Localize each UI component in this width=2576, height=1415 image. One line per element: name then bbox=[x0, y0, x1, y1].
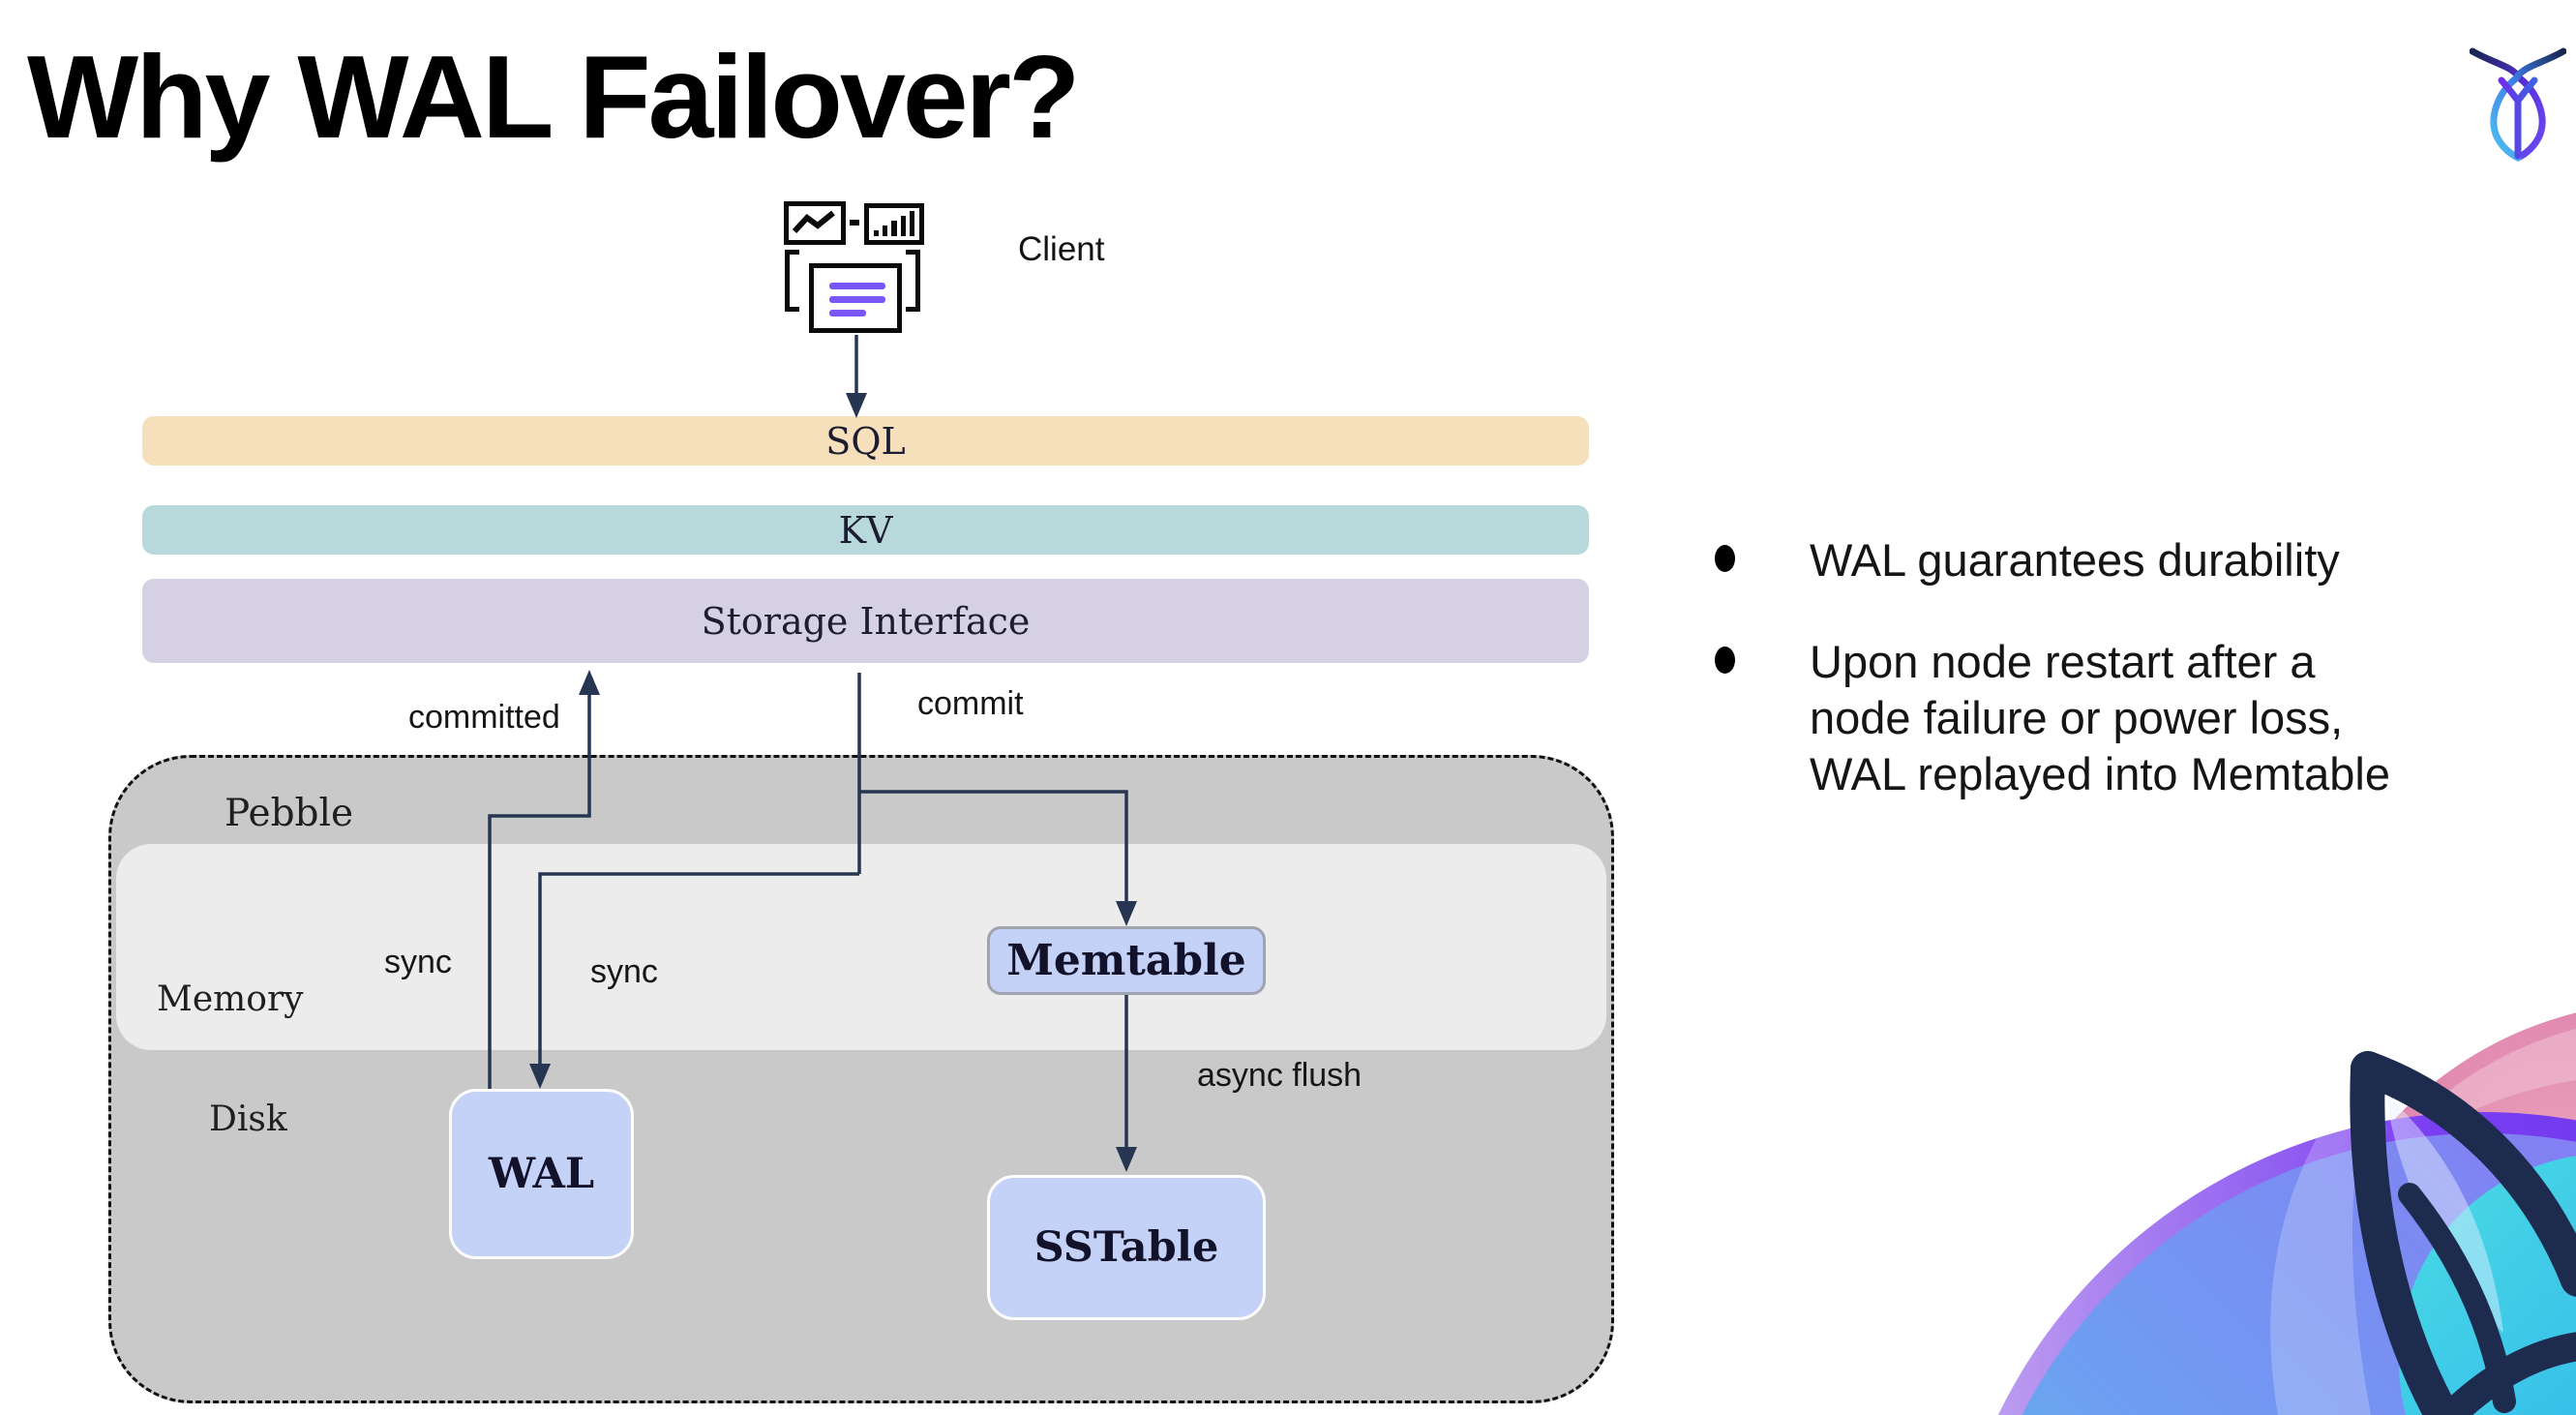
wal-label: WAL bbox=[488, 1150, 595, 1198]
sync-wal-edge-label: sync bbox=[590, 953, 658, 990]
sstable-node: SSTable bbox=[987, 1175, 1266, 1320]
brand-artwork bbox=[1998, 1012, 2576, 1415]
wal-node: WAL bbox=[449, 1089, 634, 1259]
page-title: Why WAL Failover? bbox=[27, 31, 1081, 163]
bullet-line: Upon node restart after a bbox=[1810, 636, 2316, 687]
disk-label: Disk bbox=[209, 1099, 287, 1139]
right-bracket-icon bbox=[906, 250, 920, 312]
bullet-list: WAL guarantees durability Upon node rest… bbox=[1715, 532, 2518, 848]
bar-chart-icon bbox=[864, 203, 924, 245]
bullet-dot bbox=[1715, 545, 1735, 572]
layer-kv-label: KV bbox=[838, 508, 893, 552]
layer-storage-interface: Storage Interface bbox=[142, 579, 1589, 663]
memory-label: Memory bbox=[157, 979, 304, 1019]
memory-band bbox=[116, 844, 1606, 1050]
line-chart-icon bbox=[784, 201, 846, 245]
layer-kv: KV bbox=[142, 505, 1589, 555]
bullet-item-durability: WAL guarantees durability bbox=[1715, 532, 2518, 588]
document-icon bbox=[809, 263, 902, 333]
arrowhead-sql bbox=[846, 393, 867, 418]
layer-storage-label: Storage Interface bbox=[701, 599, 1031, 643]
memtable-node: Memtable bbox=[987, 926, 1266, 995]
bullet-line: WAL replayed into Memtable bbox=[1810, 748, 2390, 799]
bullet-dot bbox=[1715, 647, 1735, 674]
arrowhead-committed bbox=[579, 670, 600, 695]
committed-edge-label: committed bbox=[408, 699, 560, 736]
client-label: Client bbox=[1018, 230, 1105, 268]
layer-sql-label: SQL bbox=[825, 419, 906, 463]
pebble-label: Pebble bbox=[225, 792, 354, 835]
sstable-label: SSTable bbox=[1033, 1223, 1219, 1272]
dash-connector bbox=[850, 220, 859, 226]
cockroachdb-logo-icon bbox=[2470, 47, 2566, 162]
left-bracket-icon bbox=[785, 250, 799, 312]
async-flush-edge-label: async flush bbox=[1197, 1057, 1363, 1094]
bullet-line: WAL guarantees durability bbox=[1810, 534, 2340, 586]
bullet-item-replay: Upon node restart after a node failure o… bbox=[1715, 634, 2518, 802]
commit-edge-label: commit bbox=[917, 685, 1024, 722]
memtable-label: Memtable bbox=[1006, 936, 1246, 985]
sync-return-edge-label: sync bbox=[384, 944, 452, 980]
layer-sql: SQL bbox=[142, 416, 1589, 466]
bullet-line: node failure or power loss, bbox=[1810, 692, 2344, 743]
